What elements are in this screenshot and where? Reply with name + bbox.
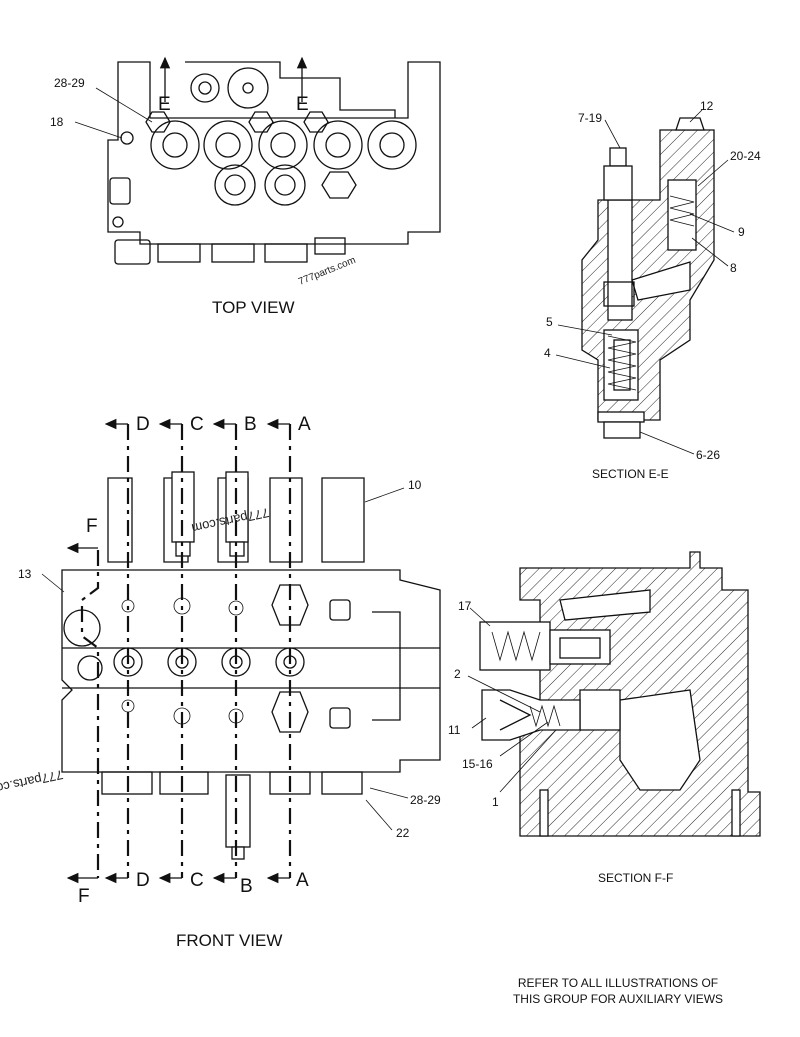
section-b-top-letter: B xyxy=(244,414,257,435)
callout-front-22: 22 xyxy=(396,826,410,840)
callout-ee-12: 12 xyxy=(700,99,714,113)
section-c-bottom-letter: C xyxy=(190,870,204,891)
front-view-drawing xyxy=(41,418,441,884)
section-ff-title: SECTION F-F xyxy=(598,871,673,885)
callout-ee-4: 4 xyxy=(544,346,551,360)
callout-ee-20-24: 20-24 xyxy=(730,149,761,163)
callout-ff-1: 1 xyxy=(492,795,499,809)
watermark-top: 777parts.com xyxy=(297,255,357,288)
top-view-title: TOP VIEW xyxy=(212,298,295,317)
callout-front-10: 10 xyxy=(408,478,422,492)
watermark-left: 777parts.co xyxy=(0,767,64,796)
note-line-2: THIS GROUP FOR AUXILIARY VIEWS xyxy=(513,992,723,1006)
callout-ee-8: 8 xyxy=(730,261,737,275)
section-d-bottom-letter: D xyxy=(136,870,150,891)
section-e-left-letter: E xyxy=(158,94,171,115)
callout-front-28-29: 28-29 xyxy=(410,793,441,807)
callout-ee-7-19: 7-19 xyxy=(578,111,602,125)
section-b-bottom-letter: B xyxy=(240,876,253,897)
front-view-title: FRONT VIEW xyxy=(176,931,282,950)
callout-ff-17: 17 xyxy=(458,599,472,613)
section-ff-drawing xyxy=(467,551,761,837)
note-line-1: REFER TO ALL ILLUSTRATIONS OF xyxy=(518,976,718,990)
section-ee-title: SECTION E-E xyxy=(592,467,669,481)
section-f-top-letter: F xyxy=(86,516,98,537)
callout-ff-11: 11 xyxy=(448,723,461,737)
section-a-bottom-letter: A xyxy=(296,870,309,891)
callout-ee-5: 5 xyxy=(546,315,553,329)
callout-ee-6-26: 6-26 xyxy=(696,448,720,462)
callout-ff-2: 2 xyxy=(454,667,461,681)
callout-ff-15-16: 15-16 xyxy=(462,757,493,771)
callout-top-18: 18 xyxy=(50,115,64,129)
section-ee-drawing xyxy=(555,109,735,455)
callout-front-13: 13 xyxy=(18,567,32,581)
section-f-bottom-letter: F xyxy=(78,886,90,907)
section-d-top-letter: D xyxy=(136,414,150,435)
section-a-top-letter: A xyxy=(298,414,311,435)
top-view-drawing: E E xyxy=(74,56,441,265)
section-e-right-letter: E xyxy=(296,94,309,115)
top-view-valve-caps xyxy=(145,67,417,206)
callout-ee-9: 9 xyxy=(738,225,745,239)
section-c-top-letter: C xyxy=(190,414,204,435)
callout-top-28-29: 28-29 xyxy=(54,76,85,90)
